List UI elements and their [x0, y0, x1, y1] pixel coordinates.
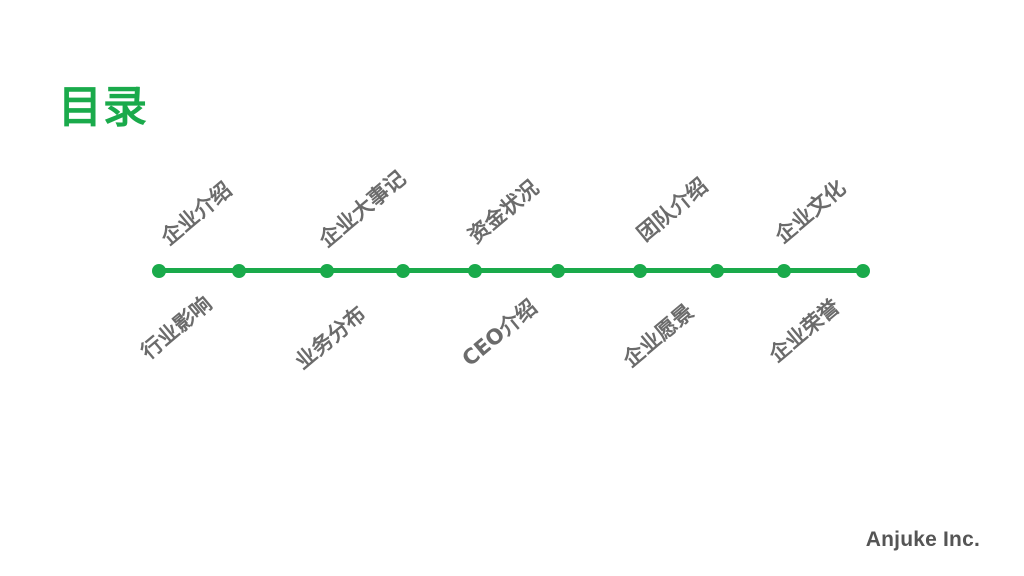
timeline-dot	[320, 263, 334, 278]
page-title: 目录	[58, 82, 148, 133]
timeline-label-lower: 企业愿景	[618, 299, 699, 372]
timeline-dot	[633, 263, 647, 278]
timeline-dot	[396, 263, 410, 278]
timeline-dot	[232, 263, 246, 278]
timeline-label-upper: 企业文化	[770, 175, 851, 248]
timeline-label-lower: 企业荣誉	[764, 294, 845, 367]
timeline-dot	[152, 263, 166, 278]
timeline-dot	[856, 263, 870, 278]
timeline-label-lower: 业务分布	[290, 301, 371, 374]
timeline-dot	[710, 263, 724, 278]
timeline-dot	[777, 263, 791, 278]
timeline-label-upper: 资金状况	[463, 175, 544, 248]
timeline-label-upper: 企业大事记	[314, 166, 411, 252]
timeline-label-lower: 行业影响	[136, 291, 217, 364]
timeline-label-upper: 企业介绍	[156, 177, 237, 250]
timeline-label-upper: 团队介绍	[632, 173, 713, 246]
timeline-dot	[468, 263, 482, 278]
timeline-line	[158, 268, 864, 273]
timeline-label-lower: CEO介绍	[457, 295, 542, 371]
company-footer: Anjuke Inc.	[865, 528, 980, 551]
timeline-dot	[551, 263, 565, 278]
